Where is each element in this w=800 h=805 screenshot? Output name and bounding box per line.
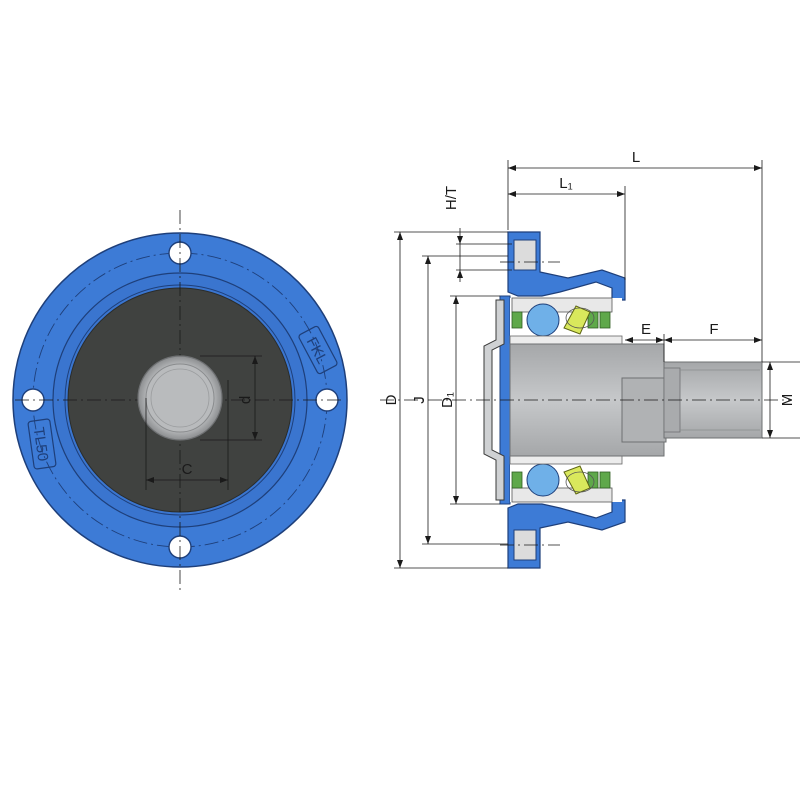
- svg-text:L: L: [632, 149, 640, 166]
- svg-text:J: J: [411, 396, 428, 404]
- dim-d-label: d: [237, 396, 254, 404]
- svg-text:D: D: [383, 394, 400, 405]
- shaft-collar: [621, 377, 667, 443]
- seals-top: [511, 311, 611, 329]
- dim-c-label: C: [182, 461, 193, 478]
- side-view: L L₁ H/T D: [380, 149, 800, 569]
- dim-L1: L₁: [508, 175, 626, 280]
- flange-bolt-top: [513, 239, 537, 271]
- dim-L: L: [507, 149, 763, 362]
- end-cover: [483, 299, 505, 501]
- ball-bottom-left: [526, 463, 560, 497]
- front-view: d C FKL TL50: [12, 210, 348, 590]
- dim-E: E: [625, 321, 665, 362]
- svg-text:H/T: H/T: [443, 186, 460, 210]
- outer-race-bottom: [511, 487, 613, 503]
- svg-text:E: E: [641, 321, 651, 338]
- svg-text:F: F: [709, 321, 718, 338]
- cage-top: [563, 305, 591, 335]
- dim-D1: D₁: [439, 295, 500, 505]
- dim-J: J: [411, 255, 508, 545]
- dim-c: C: [145, 380, 229, 490]
- dim-d: d: [200, 355, 262, 441]
- marking-model: TL50: [27, 418, 57, 470]
- cage-bottom: [563, 465, 591, 495]
- outer-race-top: [511, 297, 613, 313]
- dim-HT: H/T: [443, 186, 512, 282]
- svg-text:M: M: [779, 394, 796, 407]
- ball-top-left: [526, 303, 560, 337]
- dim-M: M: [762, 361, 800, 439]
- dim-F: F: [664, 321, 762, 343]
- svg-text:D₁: D₁: [439, 392, 456, 408]
- svg-text:TL50: TL50: [30, 426, 52, 462]
- svg-text:L₁: L₁: [559, 175, 572, 192]
- seals-bottom: [511, 471, 611, 489]
- dim-D: D: [383, 231, 508, 569]
